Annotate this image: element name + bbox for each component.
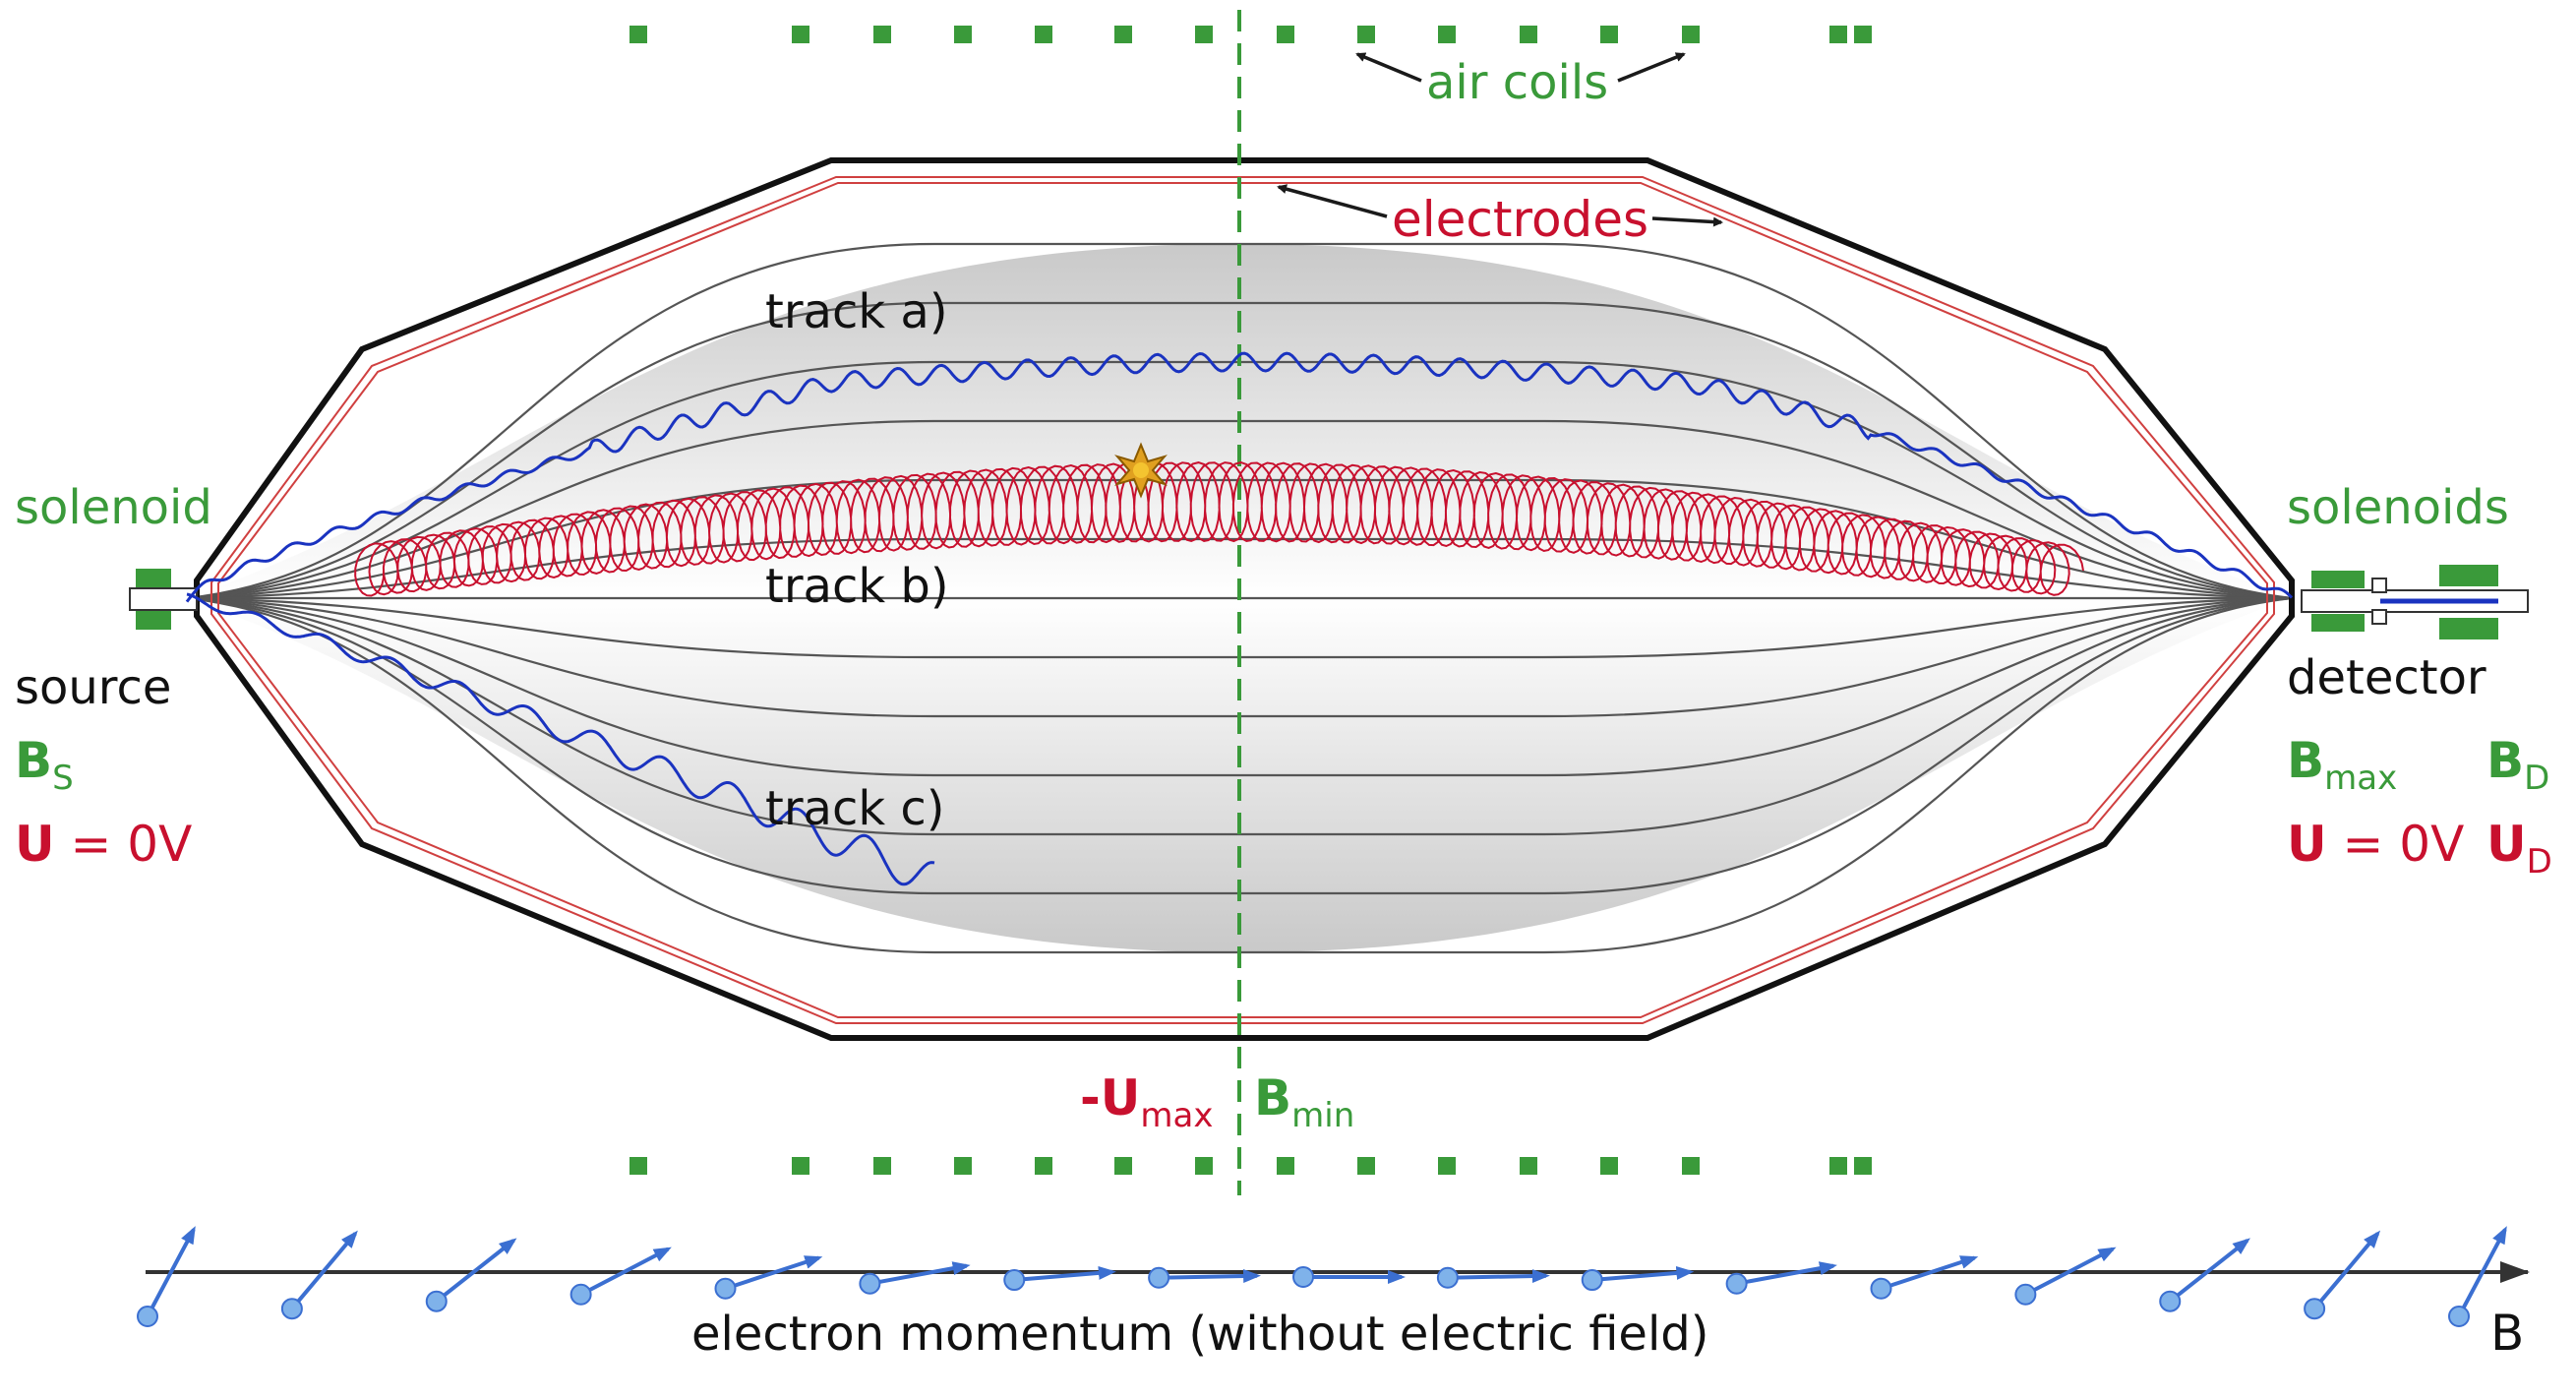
u-source-label: U = 0V <box>15 816 192 873</box>
air-coil <box>1114 1157 1132 1175</box>
decay-burst-icon <box>1114 442 1168 499</box>
air-coil <box>954 26 972 43</box>
air-coil <box>1600 1157 1618 1175</box>
electrodes-label: electrodes <box>1392 191 1648 248</box>
air-coil <box>1520 1157 1537 1175</box>
electron-momentum-arrow-icon <box>2304 1230 2381 1320</box>
track-b-label: track b) <box>765 559 949 614</box>
electrode-lines <box>210 176 2275 1024</box>
track-b-spiral <box>354 461 2084 597</box>
air-coil <box>1035 26 1052 43</box>
air-coil <box>1829 26 1847 43</box>
air-coil <box>1277 1157 1294 1175</box>
air-coil <box>873 26 891 43</box>
electron-momentum-arrow-icon <box>1148 1266 1262 1289</box>
air-coil <box>1195 26 1213 43</box>
air-coil <box>629 26 647 43</box>
source-solenoid <box>129 569 198 630</box>
track-c-label: track c) <box>765 781 945 836</box>
electron-momentum-arrow-icon <box>1003 1265 1116 1292</box>
air-coil <box>1277 26 1294 43</box>
bmax-label: Bmax <box>2287 732 2397 798</box>
electron-momentum-arrow-icon <box>1292 1266 1406 1288</box>
solenoid-label: solenoid <box>15 480 212 535</box>
bmin-label: Bmin <box>1254 1069 1354 1135</box>
electron-momentum-arrow-icon <box>1725 1261 1837 1295</box>
air-coils-top <box>629 26 1872 43</box>
axis-b-label: B <box>2490 1305 2524 1362</box>
air-coil <box>1438 26 1456 43</box>
electron-momentum-arrow-icon <box>137 1226 196 1327</box>
air-coil <box>1600 26 1618 43</box>
momentum-caption: electron momentum (without electric fiel… <box>691 1307 1708 1362</box>
umax-label: -Umax <box>1080 1069 1213 1135</box>
air-coil <box>1357 1157 1375 1175</box>
track-b-trajectory <box>354 461 2084 597</box>
detector-label: detector <box>2287 650 2486 705</box>
air-coil <box>1520 26 1537 43</box>
annotation-arrows <box>1277 52 1723 227</box>
electron-momentum-arrow-icon <box>1870 1255 1979 1300</box>
air-coils-label: air coils <box>1426 55 1608 110</box>
detector-solenoids <box>2301 565 2529 639</box>
air-coil <box>1438 1157 1456 1175</box>
track-a-label: track a) <box>765 284 948 339</box>
field-line <box>186 596 2293 777</box>
electron-momentum-arrow-icon <box>569 1247 672 1306</box>
track-c-trajectory <box>186 592 935 886</box>
air-coil <box>1114 26 1132 43</box>
vessel-outline <box>194 157 2295 1041</box>
solenoids-label: solenoids <box>2287 480 2509 535</box>
air-coil <box>1195 1157 1213 1175</box>
electron-momentum-arrow-icon <box>280 1230 358 1320</box>
air-coil <box>954 1157 972 1175</box>
electron-momentum-arrow-icon <box>2159 1238 2250 1312</box>
electron-momentum-arrow-icon <box>714 1255 823 1300</box>
source-label: source <box>15 660 171 715</box>
air-coils-bottom <box>629 1157 1872 1175</box>
air-coil <box>629 1157 647 1175</box>
air-coil <box>1829 1157 1847 1175</box>
air-coil <box>792 26 809 43</box>
electron-momentum-arrow-icon <box>1581 1265 1695 1292</box>
field-line <box>186 301 2293 600</box>
air-coil <box>1854 1157 1872 1175</box>
air-coil <box>792 1157 809 1175</box>
bs-label: BS <box>15 732 74 798</box>
air-coil <box>1682 26 1700 43</box>
air-coil <box>1854 26 1872 43</box>
electron-momentum-row <box>137 1226 2507 1327</box>
electron-momentum-arrow-icon <box>2448 1226 2507 1327</box>
electron-momentum-arrow-icon <box>2014 1247 2117 1306</box>
electron-momentum-arrow-icon <box>1436 1266 1550 1289</box>
bd-label: BD <box>2486 732 2549 798</box>
air-coil <box>1357 26 1375 43</box>
electron-momentum-arrow-icon <box>859 1261 971 1295</box>
air-coil <box>1035 1157 1052 1175</box>
u-detector-label: U = 0V <box>2287 816 2464 873</box>
air-coil <box>873 1157 891 1175</box>
electron-momentum-arrow-icon <box>425 1238 517 1312</box>
air-coil <box>1682 1157 1700 1175</box>
track-a-trajectory <box>185 351 2294 603</box>
ud-label: UD <box>2486 816 2552 882</box>
